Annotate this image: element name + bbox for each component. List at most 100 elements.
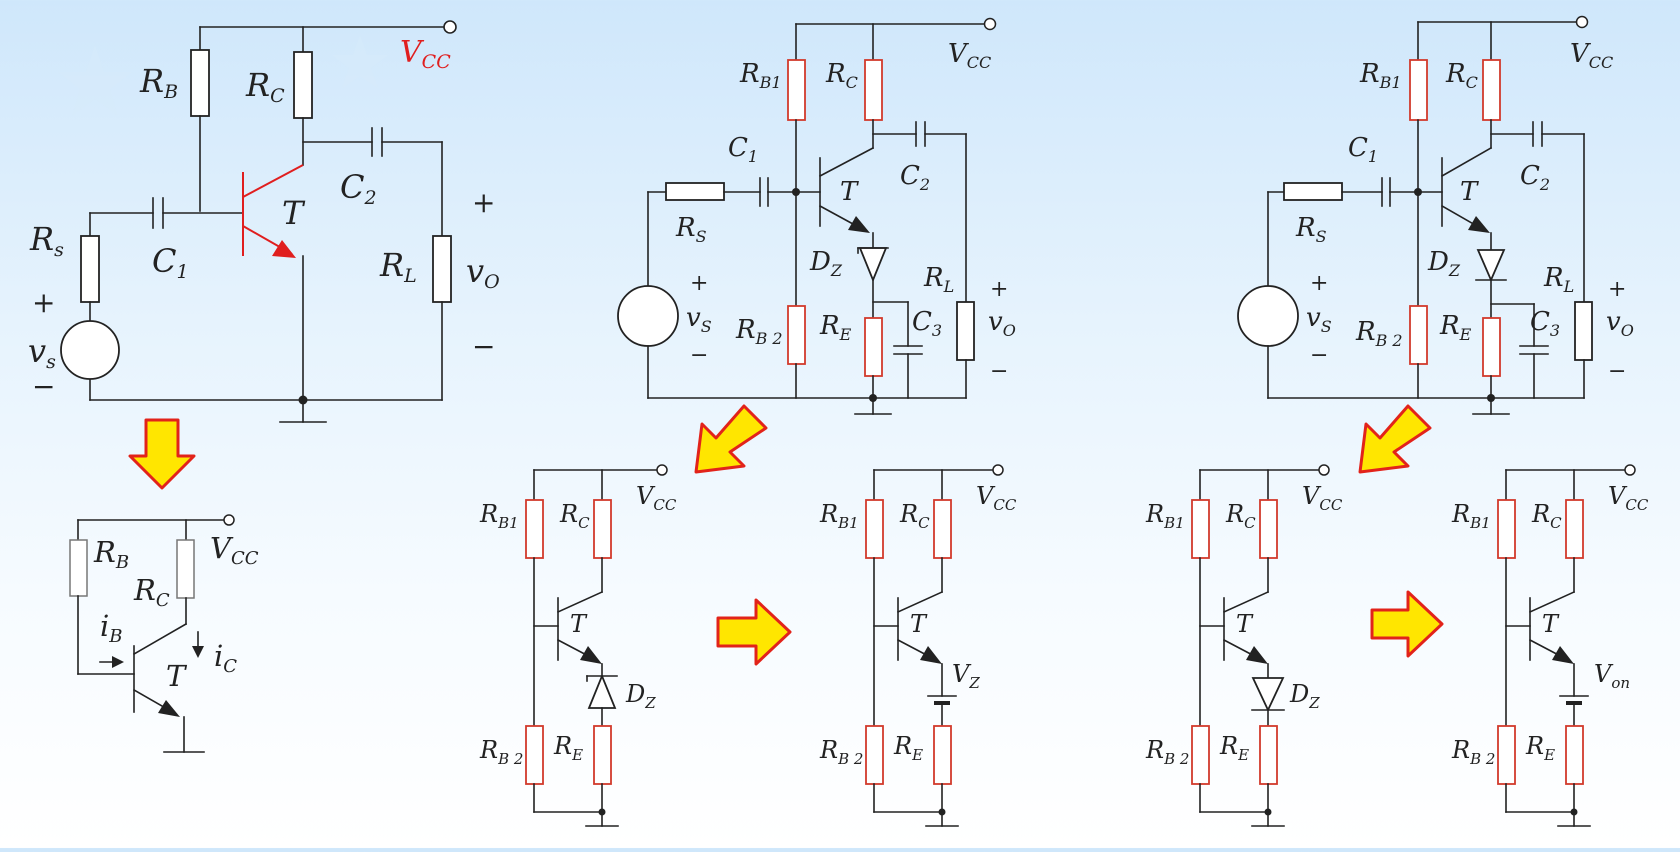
resistor-rc-dc [176, 539, 195, 599]
label-re: RE [893, 732, 923, 764]
label-von: Von [1594, 660, 1630, 692]
circuit-3-diode-bias: VCC RB1 RC C1 C2 T RS DZ RL C3 RB 2 RE v… [1237, 15, 1634, 415]
resistor-rs [80, 235, 100, 303]
label-t-dc: T [166, 659, 188, 693]
arrow-right-middle [716, 598, 792, 666]
label-c1: C1 [1348, 133, 1378, 166]
label-vs-minus: − [32, 370, 55, 403]
label-t: T [570, 610, 588, 638]
arrow-down [128, 418, 196, 490]
label-t: T [282, 194, 306, 232]
resistor-rb1 [1497, 499, 1516, 559]
arrow-diagonal-right [1358, 404, 1432, 474]
resistor-re [933, 725, 952, 785]
label-rb: RB [139, 62, 178, 103]
resistor-rc [293, 51, 313, 119]
resistor-rb2 [1497, 725, 1516, 785]
label-rb2: RB 2 [1355, 317, 1403, 350]
resistor-rc [1482, 59, 1501, 121]
diode-dz [1251, 677, 1285, 713]
voltage-source-vs [60, 320, 120, 380]
label-vo: vO [1606, 307, 1634, 340]
label-re: RE [819, 311, 852, 344]
label-vo-plus: + [1608, 277, 1626, 302]
label-vs-minus: − [690, 343, 708, 368]
label-vs-plus: + [32, 286, 55, 319]
label-ib: iB [100, 609, 123, 647]
arrow-right-right [1370, 590, 1444, 658]
label-t: T [1236, 610, 1254, 638]
label-re: RE [1219, 732, 1249, 764]
label-vo-plus: + [472, 186, 495, 219]
label-vcc: VCC [976, 482, 1017, 514]
label-rc: RC [1445, 59, 1478, 92]
label-rb2: RB 2 [479, 736, 523, 768]
label-ic: iC [214, 639, 237, 677]
resistor-rl [432, 235, 452, 303]
label-rs: RS [675, 213, 707, 246]
label-c2: C2 [900, 161, 930, 194]
circuit-1-dc-path: VCC RB RC iB iC T [69, 514, 259, 753]
label-rl: RL [923, 263, 954, 296]
label-vz: VZ [952, 660, 980, 692]
label-vcc-dc: VCC [210, 531, 259, 569]
resistor-rb [190, 49, 210, 117]
label-vs: vs [28, 332, 56, 373]
label-vcc: VCC [1570, 39, 1613, 72]
label-vo: vO [988, 307, 1016, 340]
label-rc-dc: RC [133, 573, 170, 611]
label-t: T [1460, 177, 1479, 207]
label-rb1: RB1 [819, 500, 859, 532]
resistor-rb2 [1191, 725, 1210, 785]
label-t: T [840, 177, 859, 207]
label-rs: Rs [29, 220, 64, 261]
zener-diode-dz [587, 673, 617, 709]
label-dz: DZ [1289, 680, 1320, 712]
resistor-rc [1565, 499, 1584, 559]
circuit-3-dc-diode: VCC RB1 RC T DZ RB 2 RE [1145, 464, 1343, 827]
label-rc: RC [1531, 500, 1562, 532]
label-re: RE [1525, 732, 1555, 764]
label-rc: RC [559, 500, 590, 532]
label-vo-minus: − [990, 359, 1008, 384]
label-rb2: RB 2 [1451, 736, 1495, 768]
resistor-rb1 [525, 499, 544, 559]
resistor-rl [956, 301, 975, 361]
label-vo-minus: − [472, 330, 495, 363]
label-rb1: RB1 [1145, 500, 1185, 532]
label-t: T [1542, 610, 1560, 638]
resistor-rc [593, 499, 612, 559]
label-rc: RC [899, 500, 930, 532]
label-dz: DZ [1427, 247, 1461, 280]
circuit-2-dc-equivalent: VCC RB1 RC T VZ RB 2 RE [819, 464, 1017, 827]
label-vo-plus: + [990, 277, 1008, 302]
label-vcc: VCC [636, 482, 677, 514]
label-re: RE [553, 732, 583, 764]
diode-dz [1476, 249, 1506, 283]
resistor-re [1565, 725, 1584, 785]
label-c1: C1 [728, 133, 758, 166]
label-vo: vO [466, 252, 500, 293]
label-dz: DZ [625, 680, 656, 712]
label-rb2: RB 2 [819, 736, 863, 768]
resistor-rc [933, 499, 952, 559]
label-vs: vS [1306, 303, 1332, 336]
circuit-2-dc-zener: VCC RB1 RC T DZ RB 2 RE [479, 464, 677, 827]
label-vcc: VCC [1608, 482, 1649, 514]
label-rs: RS [1295, 213, 1327, 246]
label-c3: C3 [912, 307, 942, 340]
resistor-rc [1259, 499, 1278, 559]
resistor-rb2 [865, 725, 884, 785]
label-vs-plus: + [690, 271, 708, 296]
transistor-t-highlight [242, 164, 304, 258]
resistor-rs [1283, 182, 1343, 201]
label-rl: RL [379, 246, 417, 287]
label-rl: RL [1543, 263, 1574, 296]
resistor-rb1 [1191, 499, 1210, 559]
resistor-re [1259, 725, 1278, 785]
resistor-re [593, 725, 612, 785]
zener-diode-dz [858, 247, 888, 283]
resistor-rc [864, 59, 883, 121]
